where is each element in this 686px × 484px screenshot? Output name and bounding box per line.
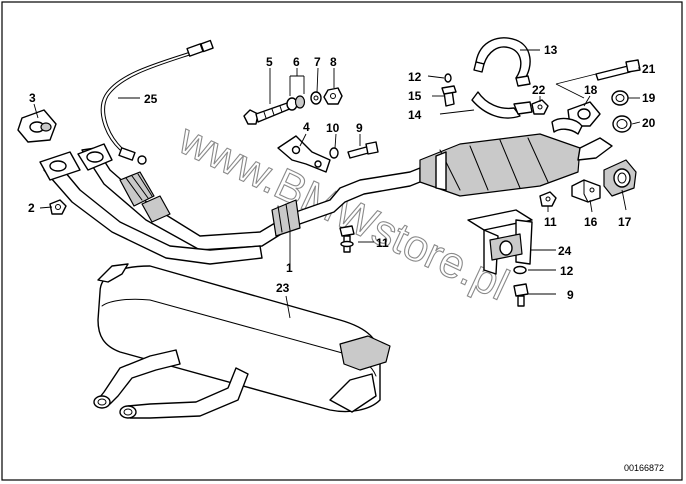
callout-10: 10 <box>326 121 340 135</box>
callout-4: 4 <box>303 120 310 134</box>
flange-nut[interactable] <box>531 99 549 115</box>
hex-bolt[interactable] <box>243 101 293 125</box>
pipe-clamp[interactable] <box>571 179 601 203</box>
bolt-lower[interactable] <box>339 225 355 253</box>
callout-7: 7 <box>314 55 321 69</box>
callout-labels: 1 2 3 4 5 6 7 8 9 9 10 11 11 12 12 13 14… <box>28 43 656 302</box>
callout-23: 23 <box>276 281 290 295</box>
callout-11-lower: 11 <box>376 236 389 250</box>
callout-15: 15 <box>408 89 422 103</box>
callout-17: 17 <box>618 215 632 229</box>
callout-12-lower: 12 <box>560 264 574 278</box>
rubber-mount[interactable] <box>603 159 637 197</box>
callout-24: 24 <box>558 244 572 258</box>
callout-1: 1 <box>286 261 293 275</box>
callout-6: 6 <box>293 55 300 69</box>
exhaust-hanger[interactable] <box>467 209 533 275</box>
lower-strap[interactable] <box>471 91 533 119</box>
callout-12-upper: 12 <box>408 70 422 84</box>
catalytic-converter[interactable] <box>419 133 613 197</box>
hex-nut[interactable] <box>49 199 67 215</box>
callout-13: 13 <box>544 43 558 57</box>
callout-25: 25 <box>144 92 158 106</box>
callout-19: 19 <box>642 91 656 105</box>
strap-clamp[interactable] <box>473 37 531 87</box>
long-bolt[interactable] <box>595 59 641 81</box>
washer-bolt-lower[interactable] <box>513 265 529 307</box>
callout-14: 14 <box>408 108 422 122</box>
callout-9-upper: 9 <box>356 121 363 135</box>
diagram-reference-number: 00166872 <box>624 463 664 473</box>
callout-3: 3 <box>29 91 36 105</box>
callout-18: 18 <box>584 83 598 97</box>
rear-silencer[interactable] <box>93 263 391 419</box>
washer-set[interactable] <box>286 87 343 111</box>
callout-9-lower: 9 <box>567 288 574 302</box>
callout-16: 16 <box>584 215 598 229</box>
callout-5: 5 <box>266 55 273 69</box>
callout-8: 8 <box>330 55 337 69</box>
callout-22: 22 <box>532 83 546 97</box>
flange-gasket[interactable] <box>17 109 57 143</box>
callout-20: 20 <box>642 116 656 130</box>
leader-lines <box>33 49 641 319</box>
callout-11-right: 11 <box>544 215 557 229</box>
oxygen-sensor-cable[interactable] <box>100 39 214 165</box>
front-exhaust-pipe[interactable] <box>39 143 421 265</box>
callout-21: 21 <box>642 62 656 76</box>
washer-and-bolt[interactable] <box>329 141 379 159</box>
sealing-rings[interactable] <box>611 90 632 133</box>
small-bolt-upper[interactable] <box>441 73 457 107</box>
pipe-bracket[interactable] <box>277 135 331 173</box>
nut-right[interactable] <box>539 191 557 207</box>
callout-2: 2 <box>28 201 35 215</box>
flange-gasket-right[interactable] <box>551 101 601 135</box>
